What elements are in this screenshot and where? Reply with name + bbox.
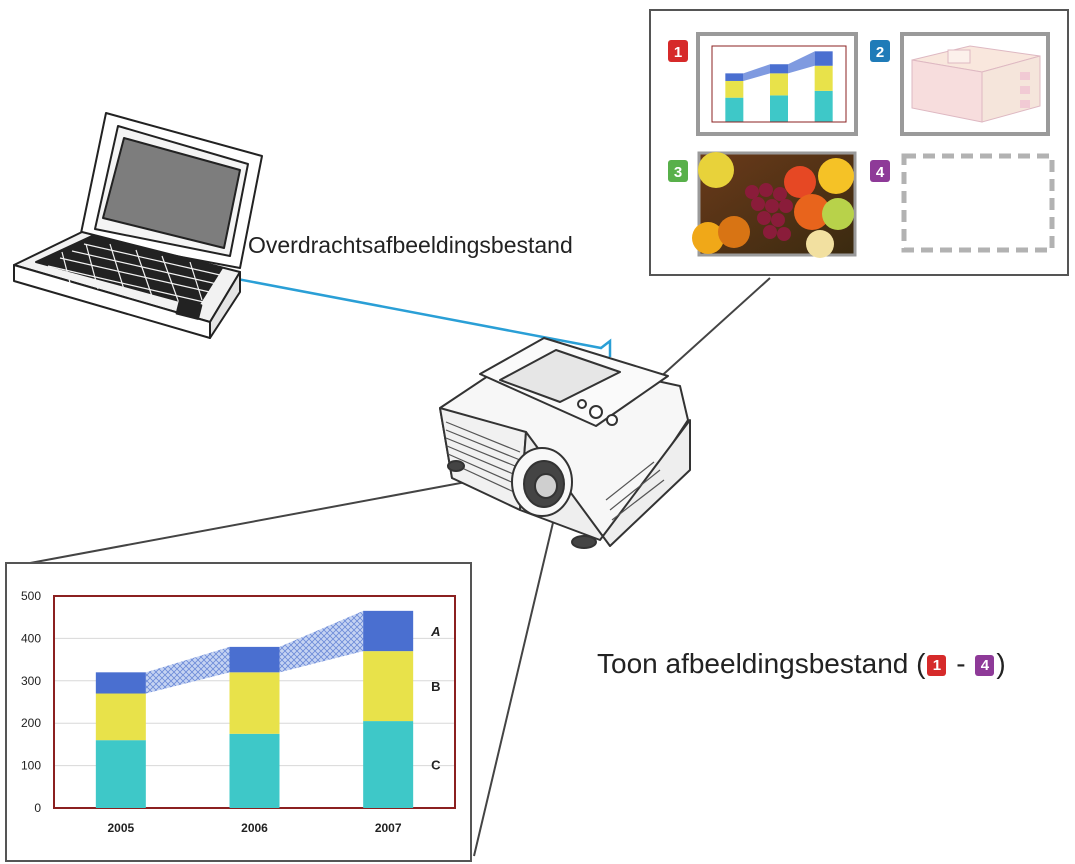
leader-line-bottom-right	[473, 509, 557, 857]
fruit-photo	[692, 152, 854, 258]
bar-series-b	[95, 693, 146, 741]
slot-badge-3: 3	[668, 160, 688, 182]
thumbnail-panel: 1 2 3 4	[649, 9, 1069, 276]
series-a-connector	[279, 610, 364, 673]
leader-line-top	[645, 277, 771, 391]
x-category-label: 2005	[107, 821, 134, 835]
display-label-separator: -	[948, 648, 974, 679]
series-a-connector	[788, 51, 815, 74]
projector-icon	[439, 337, 691, 549]
slot-badge-2: 2	[870, 40, 890, 62]
slot-badge-4-text: 4	[876, 164, 885, 181]
cable-line	[231, 276, 612, 357]
bar-series-a	[95, 672, 146, 694]
bar-series-c	[814, 90, 833, 122]
series-a-connector	[145, 646, 230, 694]
bar-series-a	[814, 51, 833, 66]
bar-series-c	[363, 721, 414, 808]
display-file-label: Toon afbeeldingsbestand (1 - 4)	[597, 648, 1006, 680]
bar-series-b	[725, 80, 744, 98]
leader-line-bottom-left	[13, 471, 521, 567]
thumb-chart	[711, 45, 847, 123]
slot-badge-1: 1	[668, 40, 688, 62]
chart-panel: 0 100 200 300 400 500 2005 2006 2007 C B A	[5, 562, 472, 862]
bar-series-c	[229, 733, 280, 808]
display-label-text: Toon afbeeldingsbestand (	[597, 648, 926, 679]
slot-4	[901, 153, 1055, 253]
bar-series-c	[770, 95, 788, 122]
slot-badge-1-text: 1	[674, 44, 682, 61]
badge-1: 1	[927, 655, 947, 676]
slot-badge-4: 4	[870, 160, 890, 182]
series-a-connector	[743, 64, 770, 81]
series-label-a: A	[430, 624, 440, 639]
bar-series-b	[229, 672, 280, 734]
y-tick-label: 100	[21, 759, 41, 773]
slot-badge-2-text: 2	[876, 44, 884, 61]
x-category-label: 2006	[241, 821, 268, 835]
y-tick-label: 0	[34, 801, 41, 815]
bar-series-a	[229, 646, 280, 673]
badge-4: 4	[975, 655, 995, 676]
slot-2	[900, 32, 1050, 136]
bar-series-b	[363, 651, 414, 722]
bar-series-b	[770, 73, 788, 96]
laptop-icon	[13, 112, 263, 339]
bar-series-a	[363, 610, 414, 652]
box-3d-icon	[911, 45, 1041, 123]
slot-badge-3-text: 3	[674, 164, 682, 181]
bar-series-c	[725, 97, 744, 122]
y-tick-label: 300	[21, 674, 41, 688]
x-category-label: 2007	[375, 821, 402, 835]
y-tick-label: 400	[21, 631, 41, 645]
y-tick-label: 200	[21, 716, 41, 730]
slot-3	[692, 151, 857, 258]
thumb-plot-frame	[711, 45, 847, 123]
transfer-file-label: Overdrachtsafbeeldingsbestand	[248, 232, 573, 258]
connection-lines	[13, 276, 771, 857]
bar-series-c	[95, 740, 146, 808]
y-tick-label: 500	[21, 589, 41, 603]
bar-series-a	[770, 64, 788, 74]
slot-1	[696, 32, 858, 136]
bar-series-b	[814, 65, 833, 91]
display-label-close: )	[996, 648, 1006, 679]
series-label-b: B	[431, 679, 440, 694]
main-chart: 0 100 200 300 400 500 2005 2006 2007 C B A	[21, 589, 456, 835]
series-label-c: C	[431, 758, 441, 773]
bar-series-a	[725, 73, 744, 81]
